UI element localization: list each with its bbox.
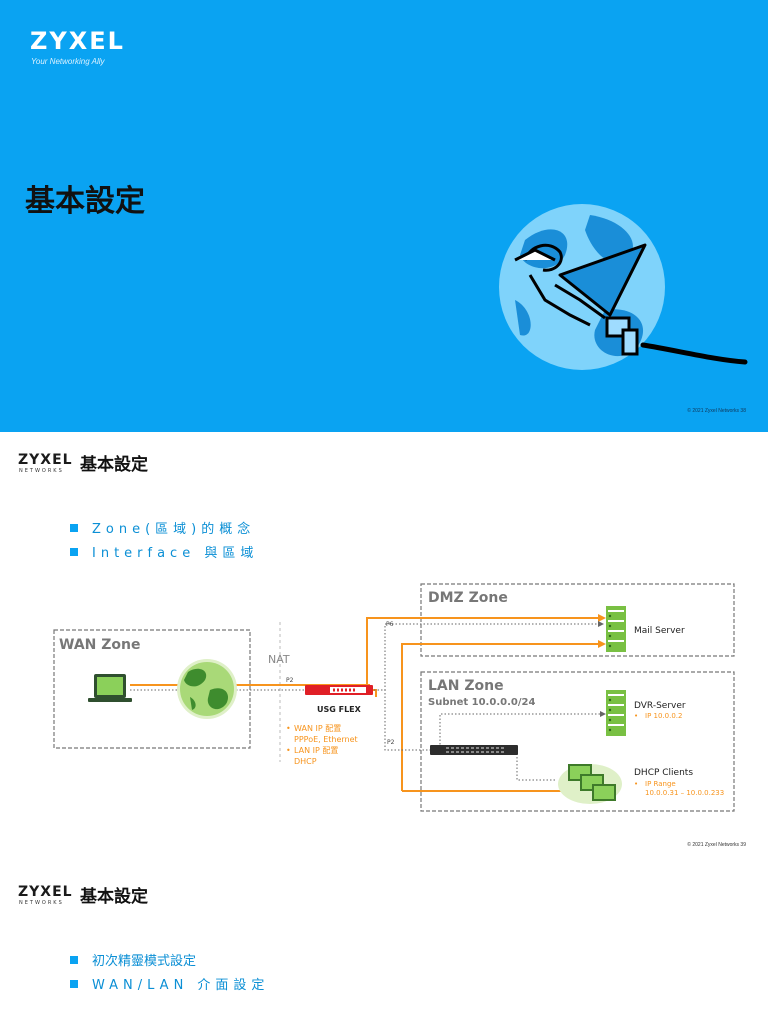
dvr-ip-label: IP 10.0.0.2 [645, 712, 682, 720]
svg-text:•: • [286, 746, 291, 755]
slide-footer: © 2021 Zyxel Networks 38 [687, 408, 746, 414]
bullet-item: Zone(區域)的概念 [70, 518, 255, 537]
slide-title: 基本設定 [80, 455, 148, 475]
bullet-square-icon [70, 524, 78, 532]
bullet-item: WAN/LAN 介面設定 [70, 974, 269, 993]
wan-note: DHCP [294, 757, 317, 766]
device-label: USG FLEX [317, 705, 362, 714]
wan-note: LAN IP 配置 [294, 746, 338, 755]
dhcp-range-label: IP Range [645, 780, 676, 788]
mail-server-label: Mail Server [634, 626, 685, 636]
svg-text:•: • [286, 724, 291, 733]
slide-footer: © 2021 Zyxel Networks 39 [687, 842, 746, 848]
port-p6-label: P6 [386, 621, 394, 628]
logo-networks-text: NETWORKS [19, 468, 64, 474]
zyxel-logo: ZYXEL [18, 452, 73, 468]
bullet-square-icon [70, 980, 78, 988]
lan-zone-box [420, 671, 735, 812]
dhcp-clients-label: DHCP Clients [634, 768, 693, 778]
network-zone-diagram: WAN Zone DMZ Zone LAN Zone Subnet 10.0.0… [53, 583, 735, 812]
dhcp-range-value: 10.0.0.31 – 10.0.0.233 [645, 789, 724, 797]
dvr-server-label: DVR-Server [634, 701, 686, 711]
cover-title: 基本設定 [25, 184, 145, 219]
lan-zone-label: LAN Zone [428, 678, 504, 694]
zyxel-logo: ZYXEL [30, 27, 125, 55]
logo-tagline: Your Networking Ally [31, 57, 105, 66]
slide-title: 基本設定 [80, 887, 148, 907]
wan-note: PPPoE, Ethernet [294, 735, 358, 744]
bullet-item: 初次精靈模式設定 [70, 950, 196, 969]
logo-networks-text: NETWORKS [19, 900, 64, 906]
zones-slide: ZYXEL NETWORKS 基本設定 Zone(區域)的概念 Interfac… [0, 432, 768, 864]
dvr-server-icon [606, 690, 626, 736]
port-p2-label: P2 [286, 677, 294, 684]
dmz-zone-box [420, 583, 735, 657]
dhcp-clients-icon [558, 764, 622, 804]
bullet-square-icon [70, 548, 78, 556]
setup-slide: ZYXEL NETWORKS 基本設定 初次精靈模式設定 WAN/LAN 介面設… [0, 864, 768, 1024]
nat-label: NAT [268, 653, 290, 666]
wan-zone-label: WAN Zone [59, 637, 140, 653]
wan-zone-box [53, 629, 251, 749]
svg-text:•: • [634, 780, 638, 788]
zyxel-logo: ZYXEL [18, 884, 73, 900]
port-p2-lan-label: P2 [387, 739, 395, 746]
switch-icon [430, 745, 518, 755]
bullet-square-icon [70, 956, 78, 964]
lan-subnet-label: Subnet 10.0.0.0/24 [428, 697, 535, 708]
cover-slide: ZYXEL Your Networking Ally 基本設定 © 2021 Z… [0, 0, 768, 432]
laptop-icon [88, 674, 132, 702]
bullet-item: Interface 與區域 [70, 542, 258, 561]
internet-globe-icon [177, 659, 237, 719]
globe-superhero-illustration [499, 204, 748, 370]
dmz-zone-label: DMZ Zone [428, 590, 508, 606]
wan-note: WAN IP 配置 [294, 724, 341, 733]
svg-text:•: • [634, 712, 638, 720]
usg-flex-device-icon [305, 685, 373, 695]
mail-server-icon [606, 606, 626, 652]
